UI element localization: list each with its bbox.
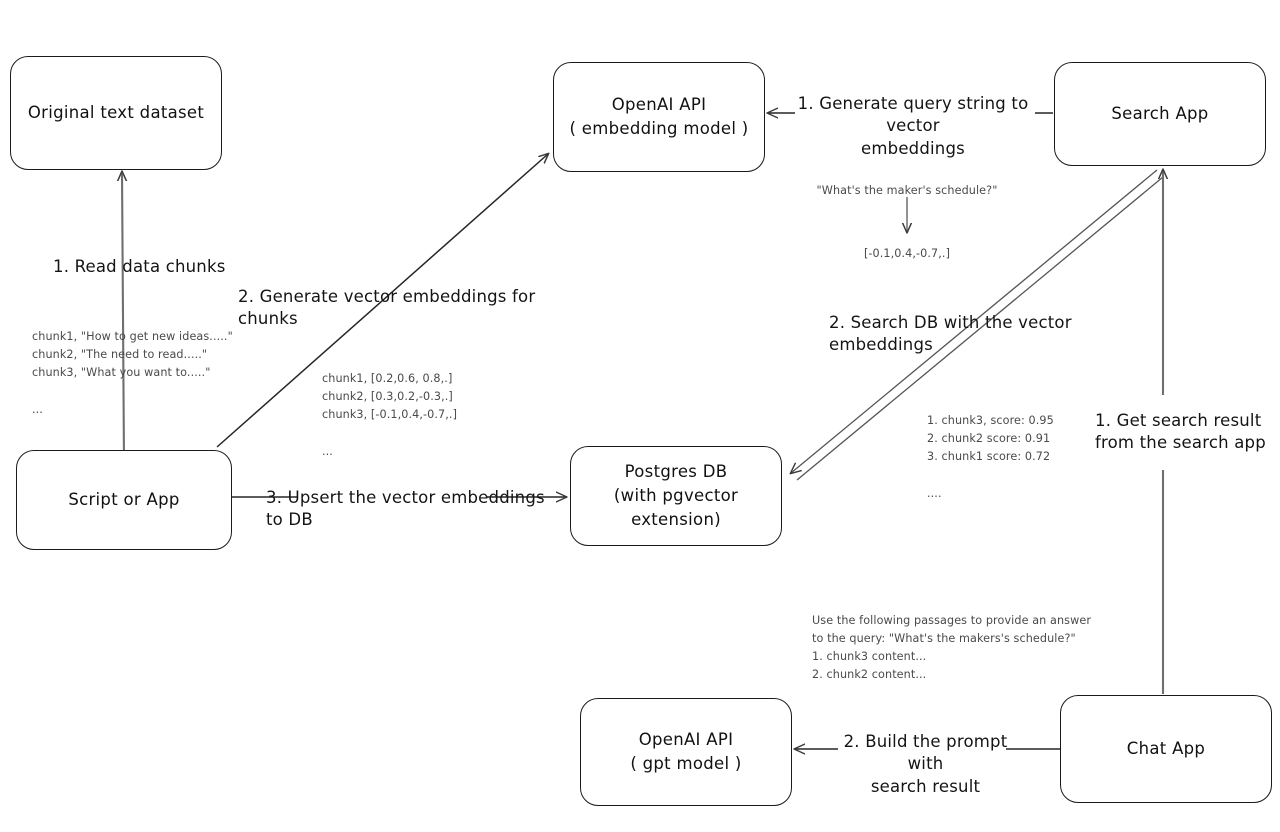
edge-label-generate-vector-embeddings: 2. Generate vector embeddings for chunks — [238, 287, 536, 329]
node-label-line1: Chat App — [1126, 739, 1206, 759]
node-label-line1: OpenAI API — [611, 95, 707, 115]
edge-label-build-prompt: 2. Build the prompt with search result — [843, 732, 1008, 796]
edge-label-upsert-to-db: 3. Upsert the vector embeddings to DB — [266, 488, 545, 530]
node-search-app[interactable]: Search App — [1054, 62, 1266, 166]
node-label-line2: ( embedding model ) — [569, 119, 749, 138]
node-script-or-app[interactable]: Script or App — [16, 450, 232, 550]
note-chunk-vectors: chunk1, [0.2,0.6, 0.8,.] chunk2, [0.3,0.… — [322, 372, 458, 458]
note-query-string: "What's the maker's schedule?" — [816, 184, 998, 197]
node-original-text-dataset[interactable]: Original text dataset — [10, 56, 222, 170]
node-chat-app[interactable]: Chat App — [1060, 695, 1272, 803]
node-label-line1: OpenAI API — [638, 730, 734, 750]
node-postgres-db[interactable]: Postgres DB (with pgvector extension) — [570, 446, 782, 546]
edge-label-search-db: 2. Search DB with the vector embeddings — [829, 313, 1072, 355]
note-search-results: 1. chunk3, score: 0.95 2. chunk2 score: … — [927, 414, 1054, 500]
note-prompt-sample: Use the following passages to provide an… — [812, 614, 1092, 682]
node-label-line1: Original text dataset — [27, 103, 205, 123]
node-label-line1: Search App — [1111, 104, 1209, 124]
node-openai-api-embedding-model[interactable]: OpenAI API ( embedding model ) — [553, 62, 765, 172]
node-label-line1: Postgres DB — [624, 462, 728, 482]
edge-label-read-data-chunks: 1. Read data chunks — [53, 257, 226, 276]
node-openai-api-gpt-model[interactable]: OpenAI API ( gpt model ) — [580, 698, 792, 806]
note-chunks-sample: chunk1, "How to get new ideas....." chun… — [32, 330, 233, 416]
node-label-line2: ( gpt model ) — [630, 754, 742, 773]
node-label-line2: (with pgvector extension) — [613, 486, 739, 529]
node-label-line1: Script or App — [68, 490, 180, 510]
edge-label-generate-query-embeddings: 1. Generate query string to vector embed… — [797, 94, 1029, 158]
edge-label-get-search-result: 1. Get search result from the search app — [1095, 411, 1266, 453]
note-query-vector: [-0.1,0.4,-0.7,.] — [863, 247, 951, 260]
